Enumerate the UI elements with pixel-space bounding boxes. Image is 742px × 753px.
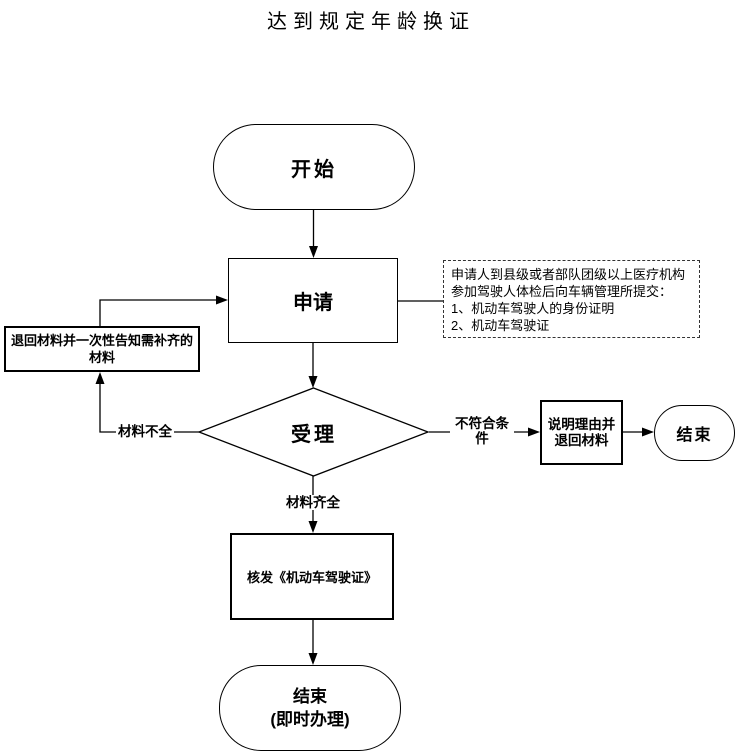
apply-node: 申请: [228, 258, 398, 343]
note-line: 申请人到县级或者部队团级以上医疗机构: [451, 267, 686, 282]
end-node-right-label: 结束: [676, 427, 713, 444]
arrowhead-icon: [308, 376, 318, 388]
issue-license-node: 核发《机动车驾驶证》: [230, 533, 394, 620]
arrowhead-icon: [95, 372, 105, 384]
explain-return-node: 说明理由并退回材料: [540, 400, 623, 465]
note-line: 2、机动车驾驶证: [451, 318, 550, 333]
edge-return-to-apply: [99, 299, 217, 327]
arrowhead-icon: [216, 295, 228, 305]
arrowhead-icon: [308, 653, 318, 665]
edge-label-not-qualified: 不符合条件: [450, 416, 514, 446]
arrowhead-icon: [309, 246, 318, 258]
start-node: 开始: [213, 124, 415, 210]
end-node-bottom: 结束 (即时办理): [219, 665, 401, 751]
note-line: 1、机动车驾驶人的身份证明: [451, 301, 615, 316]
issue-license-label: 核发《机动车驾驶证》: [246, 570, 377, 585]
return-materials-label: 退回材料并一次性告知需补齐的材料: [10, 333, 193, 365]
explain-return-label: 说明理由并退回材料: [547, 416, 616, 448]
arrowhead-icon: [642, 427, 654, 437]
page-title: 达到规定年龄换证: [267, 11, 475, 33]
requirements-note: 申请人到县级或者部队团级以上医疗机构 参加驾驶人体检后向车辆管理所提交： 1、机…: [443, 260, 700, 338]
edge-label-materials-complete: 材料齐全: [284, 495, 342, 510]
arrowhead-icon: [308, 521, 318, 533]
return-materials-node: 退回材料并一次性告知需补齐的材料: [4, 326, 200, 372]
end-node-bottom-line1: 结束: [293, 687, 327, 706]
decision-node-label: 受理: [291, 423, 337, 446]
apply-node-label: 申请: [293, 292, 333, 314]
decision-diamond: [197, 387, 430, 477]
decision-node: 受理: [254, 419, 374, 446]
end-node-bottom-line2: (即时办理): [270, 710, 350, 729]
edge-label-materials-incomplete: 材料不全: [116, 424, 174, 439]
start-node-label: 开始: [291, 158, 337, 181]
note-line: 参加驾驶人体检后向车辆管理所提交：: [451, 284, 673, 299]
arrowhead-icon: [528, 427, 540, 437]
end-node-right: 结束: [654, 405, 735, 461]
